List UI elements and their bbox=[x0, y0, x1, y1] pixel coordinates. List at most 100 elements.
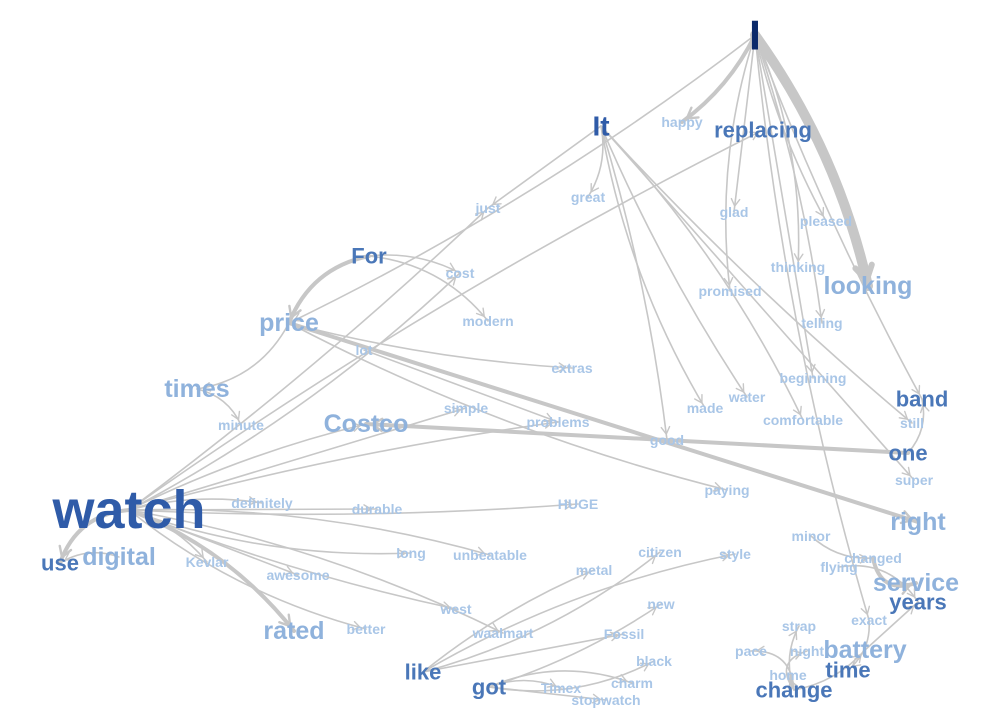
node-west[interactable]: west bbox=[439, 601, 471, 617]
node-waalmart[interactable]: waalmart bbox=[472, 625, 534, 641]
arrowhead-watch-simple bbox=[451, 407, 461, 417]
node-happy[interactable]: happy bbox=[661, 114, 702, 130]
node-years[interactable]: years bbox=[889, 590, 947, 615]
node-replacing[interactable]: replacing bbox=[714, 118, 812, 143]
node-one[interactable]: one bbox=[888, 441, 927, 466]
arrowhead-I-promised bbox=[723, 276, 734, 286]
arrowhead-It-still bbox=[898, 410, 909, 420]
arrowhead-change-strap bbox=[788, 630, 798, 641]
node-use[interactable]: use bbox=[41, 551, 79, 576]
node-cost[interactable]: cost bbox=[446, 265, 475, 281]
arrowhead-For-price bbox=[288, 304, 302, 319]
node-promised[interactable]: promised bbox=[698, 283, 761, 299]
node-super[interactable]: super bbox=[895, 472, 934, 488]
node-still[interactable]: still bbox=[900, 415, 924, 431]
node-pleased[interactable]: pleased bbox=[800, 213, 852, 229]
node-new[interactable]: new bbox=[647, 596, 674, 612]
edge-price-times bbox=[196, 322, 290, 390]
node-glad[interactable]: glad bbox=[720, 204, 749, 220]
arrowhead-price-times bbox=[202, 382, 212, 392]
node-comfortable[interactable]: comfortable bbox=[763, 412, 843, 428]
edge-It-water bbox=[600, 125, 748, 398]
node-problems[interactable]: problems bbox=[526, 414, 589, 430]
node-great[interactable]: great bbox=[571, 189, 606, 205]
node-modern[interactable]: modern bbox=[462, 313, 513, 329]
edge-It-made bbox=[600, 125, 706, 409]
edge-I-beginning bbox=[754, 34, 814, 379]
node-band[interactable]: band bbox=[896, 387, 949, 412]
node-huge[interactable]: HUGE bbox=[558, 496, 598, 512]
node-metal[interactable]: metal bbox=[576, 562, 613, 578]
arrowhead-It-super bbox=[901, 466, 911, 477]
node-timex[interactable]: Timex bbox=[541, 680, 581, 696]
node-beginning[interactable]: beginning bbox=[780, 370, 847, 386]
node-home[interactable]: home bbox=[769, 667, 807, 683]
node-night[interactable]: night bbox=[790, 643, 825, 659]
node-strap[interactable]: strap bbox=[782, 618, 816, 634]
node-good[interactable]: good bbox=[650, 432, 684, 448]
node-thinking[interactable]: thinking bbox=[771, 259, 825, 275]
node-just[interactable]: just bbox=[475, 200, 501, 216]
node-long[interactable]: long bbox=[396, 545, 426, 561]
arrowhead-watch-durable bbox=[363, 504, 372, 514]
node-black[interactable]: black bbox=[636, 653, 672, 669]
node-unbeatable[interactable]: unbeatable bbox=[453, 547, 527, 563]
arrowhead-price-right bbox=[899, 510, 914, 525]
node-i[interactable]: I bbox=[749, 12, 761, 59]
node-better[interactable]: better bbox=[347, 621, 386, 637]
node-paying[interactable]: paying bbox=[704, 482, 749, 498]
edge-I-happy bbox=[680, 33, 757, 124]
node-digital[interactable]: digital bbox=[82, 543, 156, 571]
node-flying[interactable]: flying bbox=[820, 559, 857, 575]
node-awesome[interactable]: awesome bbox=[266, 567, 329, 583]
arrowhead-like-citizen bbox=[646, 555, 657, 565]
edge-For-price bbox=[287, 254, 371, 325]
node-definitely[interactable]: definitely bbox=[231, 495, 293, 511]
arrowhead-It-made bbox=[694, 393, 703, 404]
node-service[interactable]: service bbox=[873, 569, 959, 597]
node-simple[interactable]: simple bbox=[444, 400, 489, 416]
node-change[interactable]: change bbox=[755, 678, 832, 703]
node-minute[interactable]: minute bbox=[218, 417, 264, 433]
node-price[interactable]: price bbox=[259, 309, 319, 337]
arrowhead-like-metal bbox=[579, 570, 590, 580]
node-made[interactable]: made bbox=[687, 400, 724, 416]
edge-For-modern bbox=[368, 255, 489, 322]
arrowhead-It-water bbox=[735, 383, 745, 393]
node-extras[interactable]: extras bbox=[551, 360, 592, 376]
node-citizen[interactable]: citizen bbox=[638, 544, 682, 560]
node-kevlar[interactable]: Kevlar bbox=[186, 554, 229, 570]
node-battery[interactable]: battery bbox=[823, 636, 906, 664]
arrowhead-change-home bbox=[788, 679, 798, 690]
node-looking[interactable]: looking bbox=[824, 272, 913, 300]
node-watch[interactable]: watch bbox=[51, 480, 205, 540]
node-times[interactable]: times bbox=[164, 375, 229, 403]
node-pace[interactable]: pace bbox=[735, 643, 767, 659]
node-minor[interactable]: minor bbox=[792, 528, 831, 544]
node-time[interactable]: time bbox=[825, 658, 870, 683]
node-for[interactable]: For bbox=[351, 244, 387, 269]
arrowhead-minor-changed bbox=[859, 553, 868, 564]
node-fossil[interactable]: Fossil bbox=[604, 626, 644, 642]
edge-watch-HUGE bbox=[128, 503, 579, 516]
node-lot[interactable]: lot bbox=[355, 342, 372, 358]
arrowhead-watch-awesome bbox=[283, 565, 294, 575]
node-durable[interactable]: durable bbox=[352, 501, 403, 517]
node-costco[interactable]: Costco bbox=[324, 410, 409, 438]
node-like[interactable]: like bbox=[405, 660, 442, 685]
node-stopwatch[interactable]: stopwatch bbox=[571, 692, 640, 708]
node-telling[interactable]: telling bbox=[801, 315, 842, 331]
edge-It-still bbox=[600, 125, 913, 424]
edge-change-home bbox=[787, 674, 795, 691]
edge-I-band bbox=[754, 34, 923, 400]
node-style[interactable]: style bbox=[719, 546, 751, 562]
edge-For-cost bbox=[368, 254, 461, 274]
node-water[interactable]: water bbox=[728, 389, 766, 405]
node-charm[interactable]: charm bbox=[611, 675, 653, 691]
node-it[interactable]: It bbox=[592, 111, 609, 142]
node-rated[interactable]: rated bbox=[263, 617, 324, 645]
node-got[interactable]: got bbox=[472, 675, 507, 700]
node-right[interactable]: right bbox=[890, 508, 946, 536]
node-changed[interactable]: changed bbox=[844, 550, 902, 566]
node-exact[interactable]: exact bbox=[851, 612, 887, 628]
